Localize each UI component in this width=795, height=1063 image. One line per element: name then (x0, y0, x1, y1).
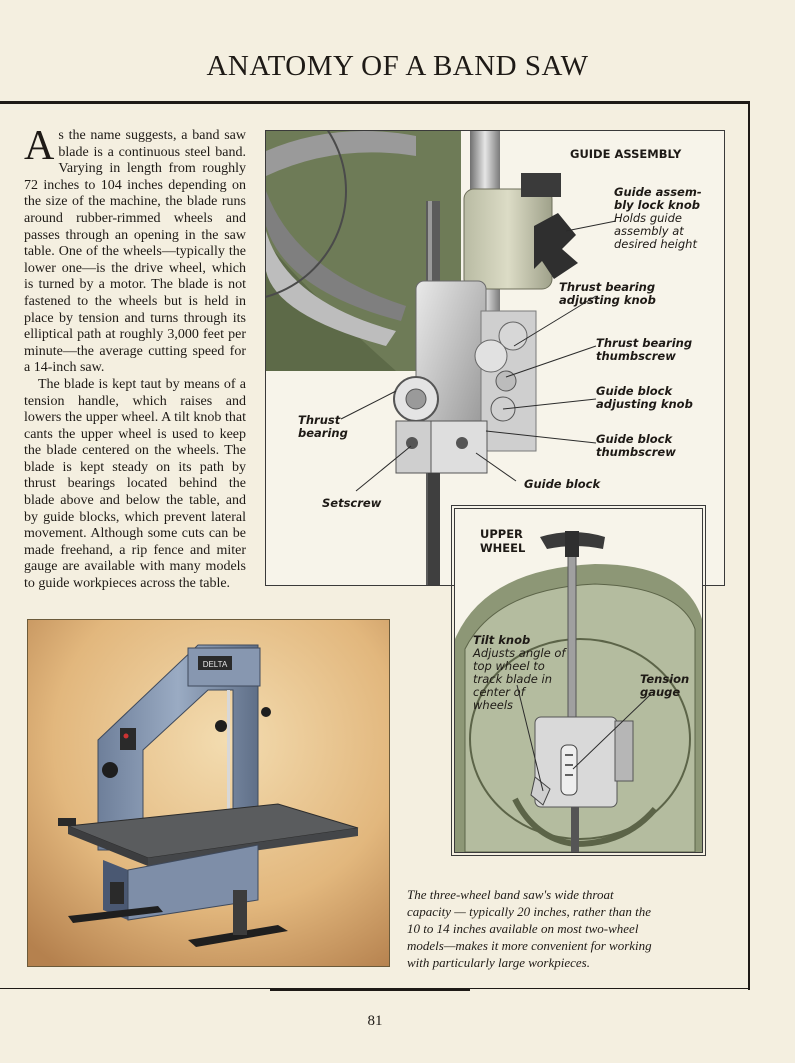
tension-gauge-label: Tension gauge (640, 672, 690, 699)
lock-knob-callout: Guide assem-bly lock knob Holds guide as… (614, 186, 714, 251)
block-thumbscrew-callout: Guide block thumbscrew (596, 433, 696, 459)
lock-knob-description: Holds guide assembly at desired height (614, 211, 697, 251)
upper-wheel-illustration: UPPER WHEEL Tilt knob Adjusts angle of t… (454, 508, 703, 853)
thrust-adjust-label: Thrust bearing adjusting knob (559, 280, 656, 307)
band-saw-photo: DELTA (27, 619, 390, 967)
thrust-thumbscrew-callout: Thrust bearing thumbscrew (596, 337, 696, 363)
upper-wheel-heading-line2: WHEEL (480, 541, 526, 555)
upper-wheel-heading-line1: UPPER (480, 527, 523, 541)
tension-gauge-callout: Tension gauge (640, 673, 698, 699)
tilt-knob-callout: Tilt knob Adjusts angle of top wheel to … (473, 634, 568, 712)
block-adjust-label: Guide block adjusting knob (596, 384, 693, 411)
upper-wheel-frame (451, 505, 706, 856)
page-number: 81 (367, 1013, 383, 1029)
side-rule (748, 101, 750, 990)
photo-caption: The three-wheel band saw's wide throat c… (407, 887, 652, 970)
band-saw-photo-drawing: DELTA (28, 620, 389, 966)
guide-assembly-heading: GUIDE ASSEMBLY (570, 147, 682, 161)
lock-knob-label: Guide assem-bly lock knob (614, 185, 702, 212)
page-title: ANATOMY OF A BAND SAW (206, 50, 589, 82)
upper-wheel-heading: UPPER WHEEL (480, 527, 525, 555)
drop-cap: A (24, 123, 55, 169)
upper-wheel-drawing (455, 531, 702, 852)
tilt-knob-label: Tilt knob (473, 633, 531, 647)
top-rule (0, 101, 750, 104)
guide-assembly-drawing (266, 131, 617, 585)
setscrew-label: Setscrew (322, 496, 382, 510)
thrust-adjust-callout: Thrust bearing adjusting knob (559, 281, 659, 307)
setscrew-callout: Setscrew (322, 497, 402, 510)
thrust-bearing-label: Thrust bearing (298, 413, 348, 440)
paragraph-2: The blade is kept taut by means of a ten… (24, 376, 246, 592)
thrust-thumbscrew-label: Thrust bearing thumbscrew (596, 336, 693, 363)
guide-block-label: Guide block (524, 477, 601, 491)
paragraph-1-text: s the name suggests, a band saw blade is… (24, 128, 246, 376)
tilt-knob-description: Adjusts angle of top wheel to track blad… (473, 646, 566, 712)
block-adjust-callout: Guide block adjusting knob (596, 385, 696, 411)
bottom-rule-accent (270, 988, 470, 991)
block-thumbscrew-label: Guide block thumbscrew (596, 432, 676, 459)
photo-brand: DELTA (203, 660, 228, 669)
guide-block-callout: Guide block (524, 478, 624, 491)
thrust-bearing-callout: Thrust bearing (298, 414, 358, 440)
